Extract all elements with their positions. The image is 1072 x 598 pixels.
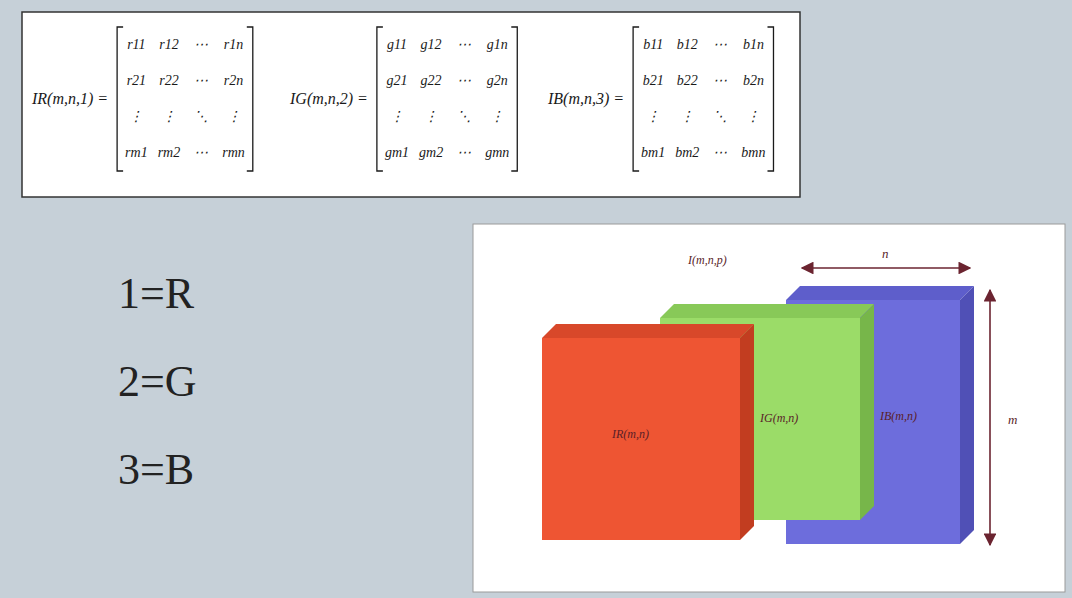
plane-side [740, 324, 754, 540]
matrix-entry: ⋯ [453, 29, 475, 61]
width-arrow [802, 267, 970, 269]
matrix-grid: r11 r12 ⋯ r1n r21 r22 ⋯ r2n ⋮ ⋮ ⋱ ⋮ rm1 rm2 ⋯ rmn [116, 27, 254, 171]
color-plane: IR(m,n) [542, 324, 754, 540]
plane-top [786, 286, 974, 300]
plane-front [542, 338, 740, 540]
right-bracket [767, 27, 773, 171]
matrix-entry: r2n [222, 65, 245, 97]
matrix-entry: ⋱ [190, 101, 212, 133]
label-holder: n [882, 244, 889, 262]
matrix-entry: ⋱ [709, 101, 731, 133]
matrix-entry: bm1 [641, 137, 665, 169]
matrix-entry: ⋮ [485, 101, 509, 133]
matrix-grid: g11 g12 ⋯ g1n g21 g22 ⋯ g2n ⋮ ⋮ ⋱ ⋮ gm1 gm2 ⋯ gmn [376, 27, 518, 171]
matrix-entry: r11 [125, 29, 148, 61]
label-holder: 2=G [118, 356, 197, 407]
matrix-node: IR(m,n,1) = r11 r12 ⋯ r1n r21 r22 ⋯ r2n ⋮ ⋮ ⋱ ⋮ rm1 rm… [32, 27, 254, 171]
matrix-entry: ⋮ [125, 101, 148, 133]
matrix-entry: ⋯ [453, 65, 475, 97]
matrix-entry: ⋮ [675, 101, 699, 133]
left-bracket [117, 27, 123, 171]
matrix-entry: ⋮ [158, 101, 181, 133]
matrix-name: IB(m,n,3) = [548, 90, 624, 108]
left-bracket [633, 27, 639, 171]
matrix-name: IR(m,n,1) = [32, 90, 108, 108]
matrix-entry: ⋮ [641, 101, 665, 133]
matrix-entry: g2n [485, 65, 509, 97]
label-holder: 1=R [118, 268, 194, 319]
matrix-entry: gm1 [385, 137, 409, 169]
matrix-name: IG(m,n,2) = [290, 90, 368, 108]
matrix-entry: r22 [158, 65, 181, 97]
formula-panel [22, 12, 800, 197]
label-holder: 3=B [118, 444, 194, 495]
matrix-entry: g21 [385, 65, 409, 97]
dimension-label: m [1008, 412, 1017, 427]
matrix-entry: rm1 [125, 137, 148, 169]
plane-label: IB(m,n) [880, 409, 917, 424]
matrix-entry: ⋯ [190, 137, 212, 169]
plane-label: IR(m,n) [612, 427, 649, 442]
matrix-entry: g22 [419, 65, 443, 97]
matrix-entry: r21 [125, 65, 148, 97]
matrix-entry: ⋮ [419, 101, 443, 133]
channel-index: 1=R [118, 269, 194, 318]
matrix-entry: ⋮ [741, 101, 765, 133]
matrix-entry: ⋯ [453, 137, 475, 169]
matrix-entry: gmn [485, 137, 509, 169]
plane-label: IG(m,n) [760, 411, 798, 426]
matrix-entry: b22 [675, 65, 699, 97]
matrix-entry: b1n [741, 29, 765, 61]
right-bracket [511, 27, 517, 171]
matrix-entry: r1n [222, 29, 245, 61]
matrix-grid: b11 b12 ⋯ b1n b21 b22 ⋯ b2n ⋮ ⋮ ⋱ ⋮ bm1 bm2 ⋯ bmn [632, 27, 774, 171]
plane-top [660, 304, 874, 318]
matrix-node: IG(m,n,2) = g11 g12 ⋯ g1n g21 g22 ⋯ g2n ⋮ ⋮ ⋱ ⋮ gm1 gm… [290, 27, 518, 171]
matrix-entry: g1n [485, 29, 509, 61]
matrix-entry: rm2 [158, 137, 181, 169]
plane-side [860, 304, 874, 520]
matrix-entry: r12 [158, 29, 181, 61]
matrix-entry: b11 [641, 29, 665, 61]
matrix-entry: g12 [419, 29, 443, 61]
matrix-entry: g11 [385, 29, 409, 61]
channel-index: 3=B [118, 445, 194, 494]
figure-frame [473, 224, 1065, 592]
matrix-entry: b21 [641, 65, 665, 97]
matrix-entry: rmn [222, 137, 245, 169]
matrix-entry: ⋯ [190, 29, 212, 61]
right-bracket [247, 27, 253, 171]
plane-side [960, 286, 974, 544]
label-holder: I(m,n,p) [688, 250, 727, 268]
height-arrow [989, 290, 991, 545]
matrix-entry: ⋱ [453, 101, 475, 133]
matrix-entry: b12 [675, 29, 699, 61]
dimension-label: I(m,n,p) [688, 253, 727, 267]
matrix-entry: bm2 [675, 137, 699, 169]
matrix-entry: ⋯ [709, 137, 731, 169]
dimension-label: n [882, 246, 889, 261]
plane-front [660, 318, 860, 520]
matrix-entry: ⋯ [709, 65, 731, 97]
matrix-node: IB(m,n,3) = b11 b12 ⋯ b1n b21 b22 ⋯ b2n ⋮ ⋮ ⋱ ⋮ bm1 bm… [548, 27, 774, 171]
left-bracket [377, 27, 383, 171]
matrix-entry: b2n [741, 65, 765, 97]
matrix-entry: ⋯ [709, 29, 731, 61]
channel-index: 2=G [118, 357, 197, 406]
matrix-entry: ⋮ [385, 101, 409, 133]
matrix-entry: ⋯ [190, 65, 212, 97]
matrix-entry: gm2 [419, 137, 443, 169]
matrix-entry: ⋮ [222, 101, 245, 133]
matrix-entry: bmn [741, 137, 765, 169]
label-holder: m [1008, 410, 1017, 428]
plane-front [786, 300, 960, 544]
plane-top [542, 324, 754, 338]
